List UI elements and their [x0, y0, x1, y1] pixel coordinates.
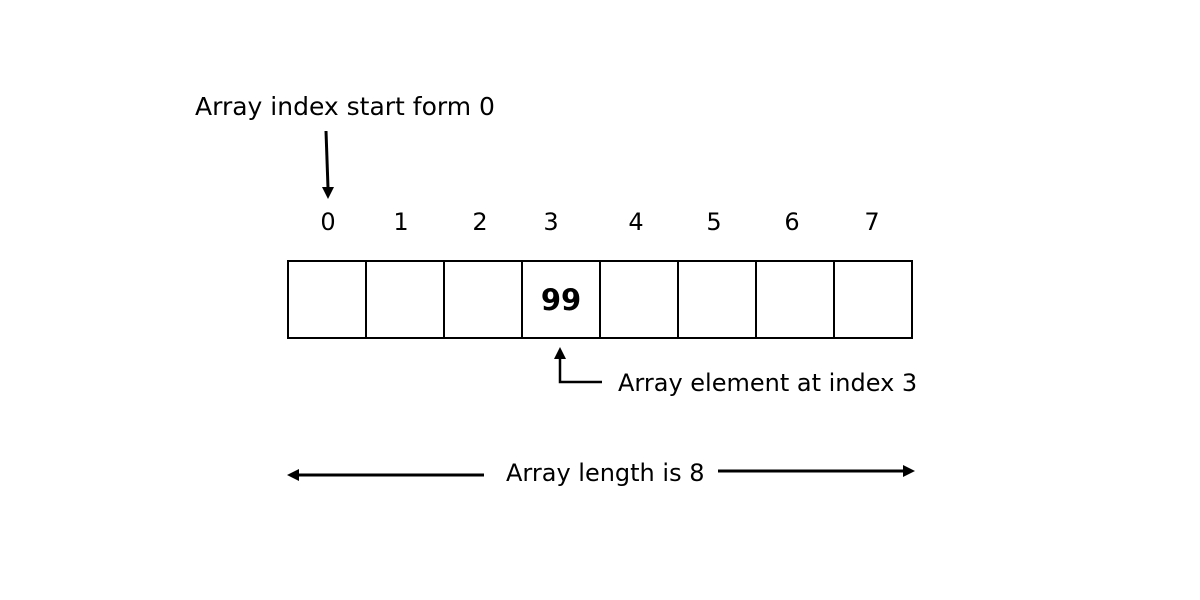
array-cell [679, 262, 757, 337]
array-cells: 99 [287, 260, 913, 339]
array-cell [757, 262, 835, 337]
array-cell [445, 262, 523, 337]
index-label: 4 [628, 208, 644, 236]
index-label: 0 [320, 208, 336, 236]
index-label: 1 [393, 208, 409, 236]
index-label: 3 [543, 208, 559, 236]
index-label: 6 [784, 208, 800, 236]
array-length-note: Array length is 8 [506, 459, 705, 487]
element-at-index-note: Array element at index 3 [618, 369, 918, 397]
array-cell [367, 262, 445, 337]
index-label: 5 [706, 208, 722, 236]
array-cell [601, 262, 679, 337]
index-start-note: Array index start form 0 [195, 92, 495, 121]
length-right-arrow-icon [718, 465, 915, 477]
index-row: 0 1 2 3 4 5 6 7 [287, 210, 913, 240]
element-pointer-arrow-icon [554, 347, 602, 384]
index-start-arrow-icon [322, 130, 334, 199]
array-cell [289, 262, 367, 337]
array-cell [835, 262, 911, 337]
length-left-arrow-icon [287, 469, 484, 481]
index-label: 7 [864, 208, 880, 236]
array-cell-value: 99 [523, 262, 601, 337]
index-label: 2 [472, 208, 488, 236]
